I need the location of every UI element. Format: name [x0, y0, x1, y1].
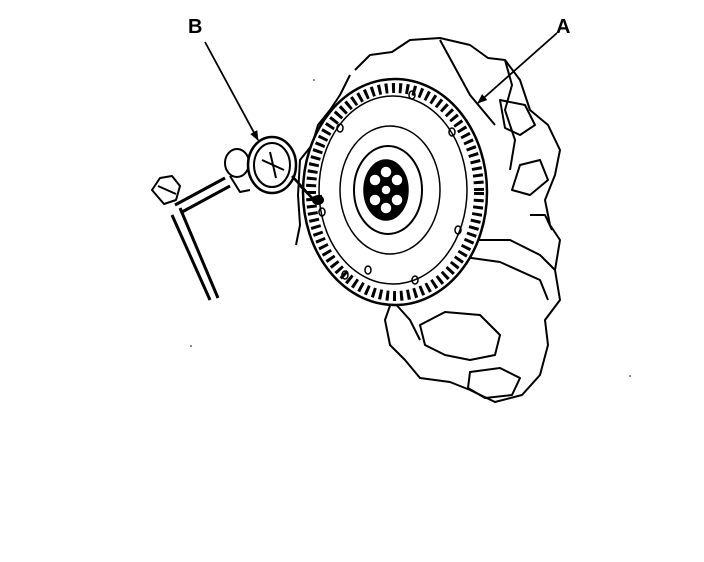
callout-a-label: A — [556, 16, 571, 38]
callout-b-label: B — [188, 16, 203, 38]
dial-indicator — [151, 135, 324, 301]
engine-block — [295, 37, 561, 403]
flywheel — [301, 77, 489, 307]
callout-b-leader — [204, 41, 259, 141]
callout-a-leader — [477, 32, 558, 104]
